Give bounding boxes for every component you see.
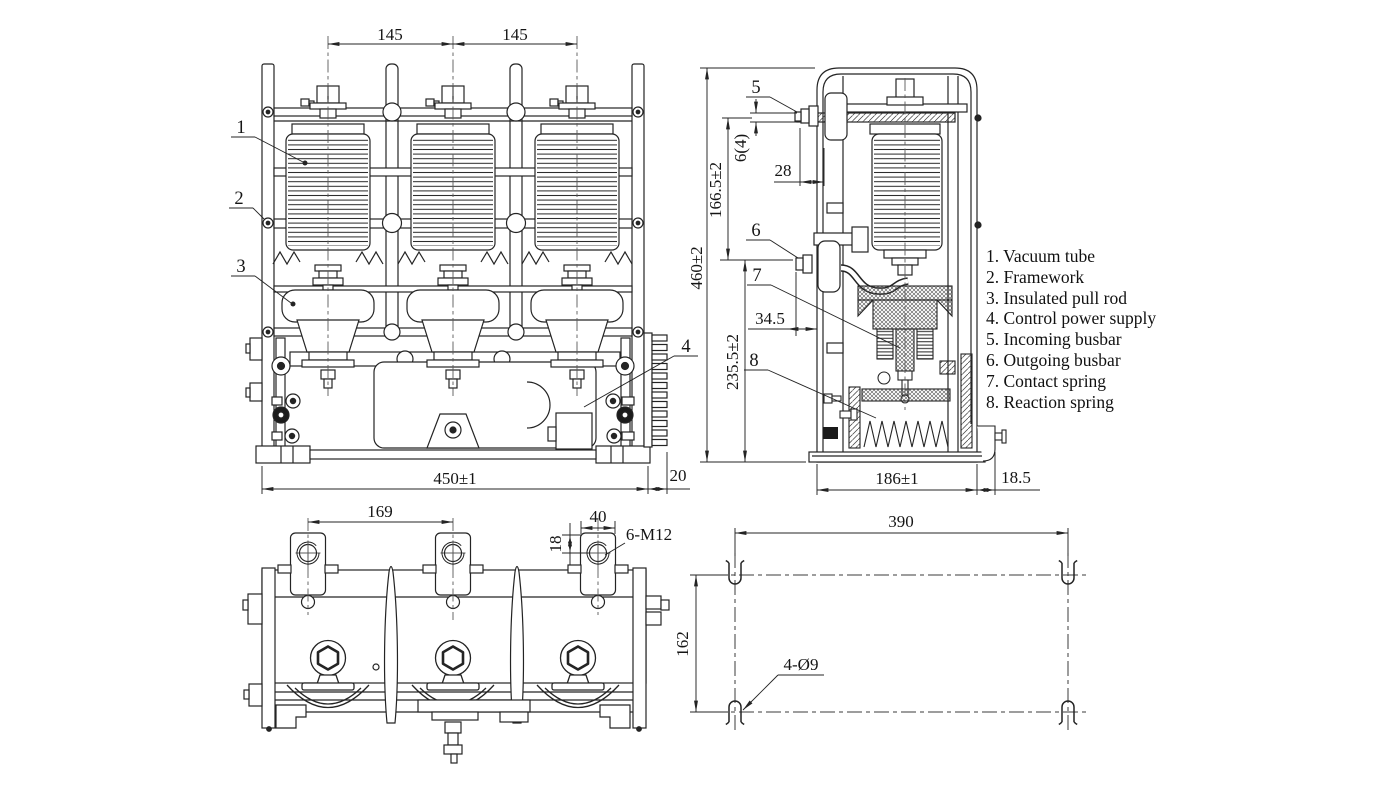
label-terminal-thread: 6-M12: [626, 525, 672, 544]
callout-insulated-pull-rod: 3: [236, 257, 245, 277]
dim-hole-offset: 18: [546, 536, 565, 553]
legend-item-4: 4. Control power supply: [986, 308, 1157, 329]
legend-item-8: 8. Reaction spring: [986, 391, 1114, 412]
dim-lower-span: 235.5±2: [723, 334, 742, 390]
dim-outgoing-reach: 34.5: [755, 309, 785, 328]
dim-terminal-pitch: 169: [367, 502, 393, 521]
legend-item-2: 2. Framework: [986, 266, 1085, 287]
callout-vacuum-tube: 1: [236, 118, 245, 138]
side-view-drawing: 460±2 166.5±2 235.5±2 6(4) 28 34.5 186±1…: [687, 67, 1040, 495]
dim-pole-pitch-left: 145: [377, 25, 403, 44]
dim-mounting-height: 162: [673, 631, 692, 657]
callout-reaction-spring: 8: [749, 351, 758, 371]
mounting-hole-layout: 390 162 4-Ø9: [673, 512, 1090, 734]
parts-legend: 1. Vacuum tube 2. Framework 3. Insulated…: [986, 246, 1156, 412]
dim-mounting-width: 390: [888, 512, 914, 531]
dim-body-depth: 186±1: [875, 469, 918, 488]
dim-pole-pitch-right: 145: [502, 25, 528, 44]
legend-item-3: 3. Insulated pull rod: [986, 287, 1127, 308]
callout-incoming-busbar: 5: [751, 78, 760, 98]
legend-item-6: 6. Outgoing busbar: [986, 349, 1121, 370]
dim-terminal-width: 40: [590, 507, 607, 526]
legend-item-7: 7. Contact spring: [986, 370, 1107, 391]
callout-contact-spring: 7: [752, 266, 761, 286]
front-view-drawing: 145 145 450±1 20 1 2 3 4: [229, 25, 698, 494]
top-view-drawing: 169 40 18 6-M12: [242, 502, 672, 764]
callout-framework: 2: [234, 189, 243, 209]
dim-overall-height: 460±2: [687, 246, 706, 289]
legend-item-1: 1. Vacuum tube: [986, 246, 1096, 266]
legend-item-5: 5. Incoming busbar: [986, 329, 1122, 350]
dim-upper-span: 166.5±2: [706, 162, 725, 218]
callout-control-power-supply: 4: [681, 337, 690, 357]
dim-busbar-reach: 28: [775, 161, 792, 180]
dim-base-width: 450±1: [433, 469, 476, 488]
dim-busbar-thickness: 6(4): [731, 134, 750, 162]
dim-foot-overhang: 18.5: [1001, 468, 1031, 487]
label-mounting-holes: 4-Ø9: [784, 655, 819, 674]
callout-outgoing-busbar: 6: [751, 221, 760, 241]
dim-heatsink-width: 20: [670, 466, 687, 485]
